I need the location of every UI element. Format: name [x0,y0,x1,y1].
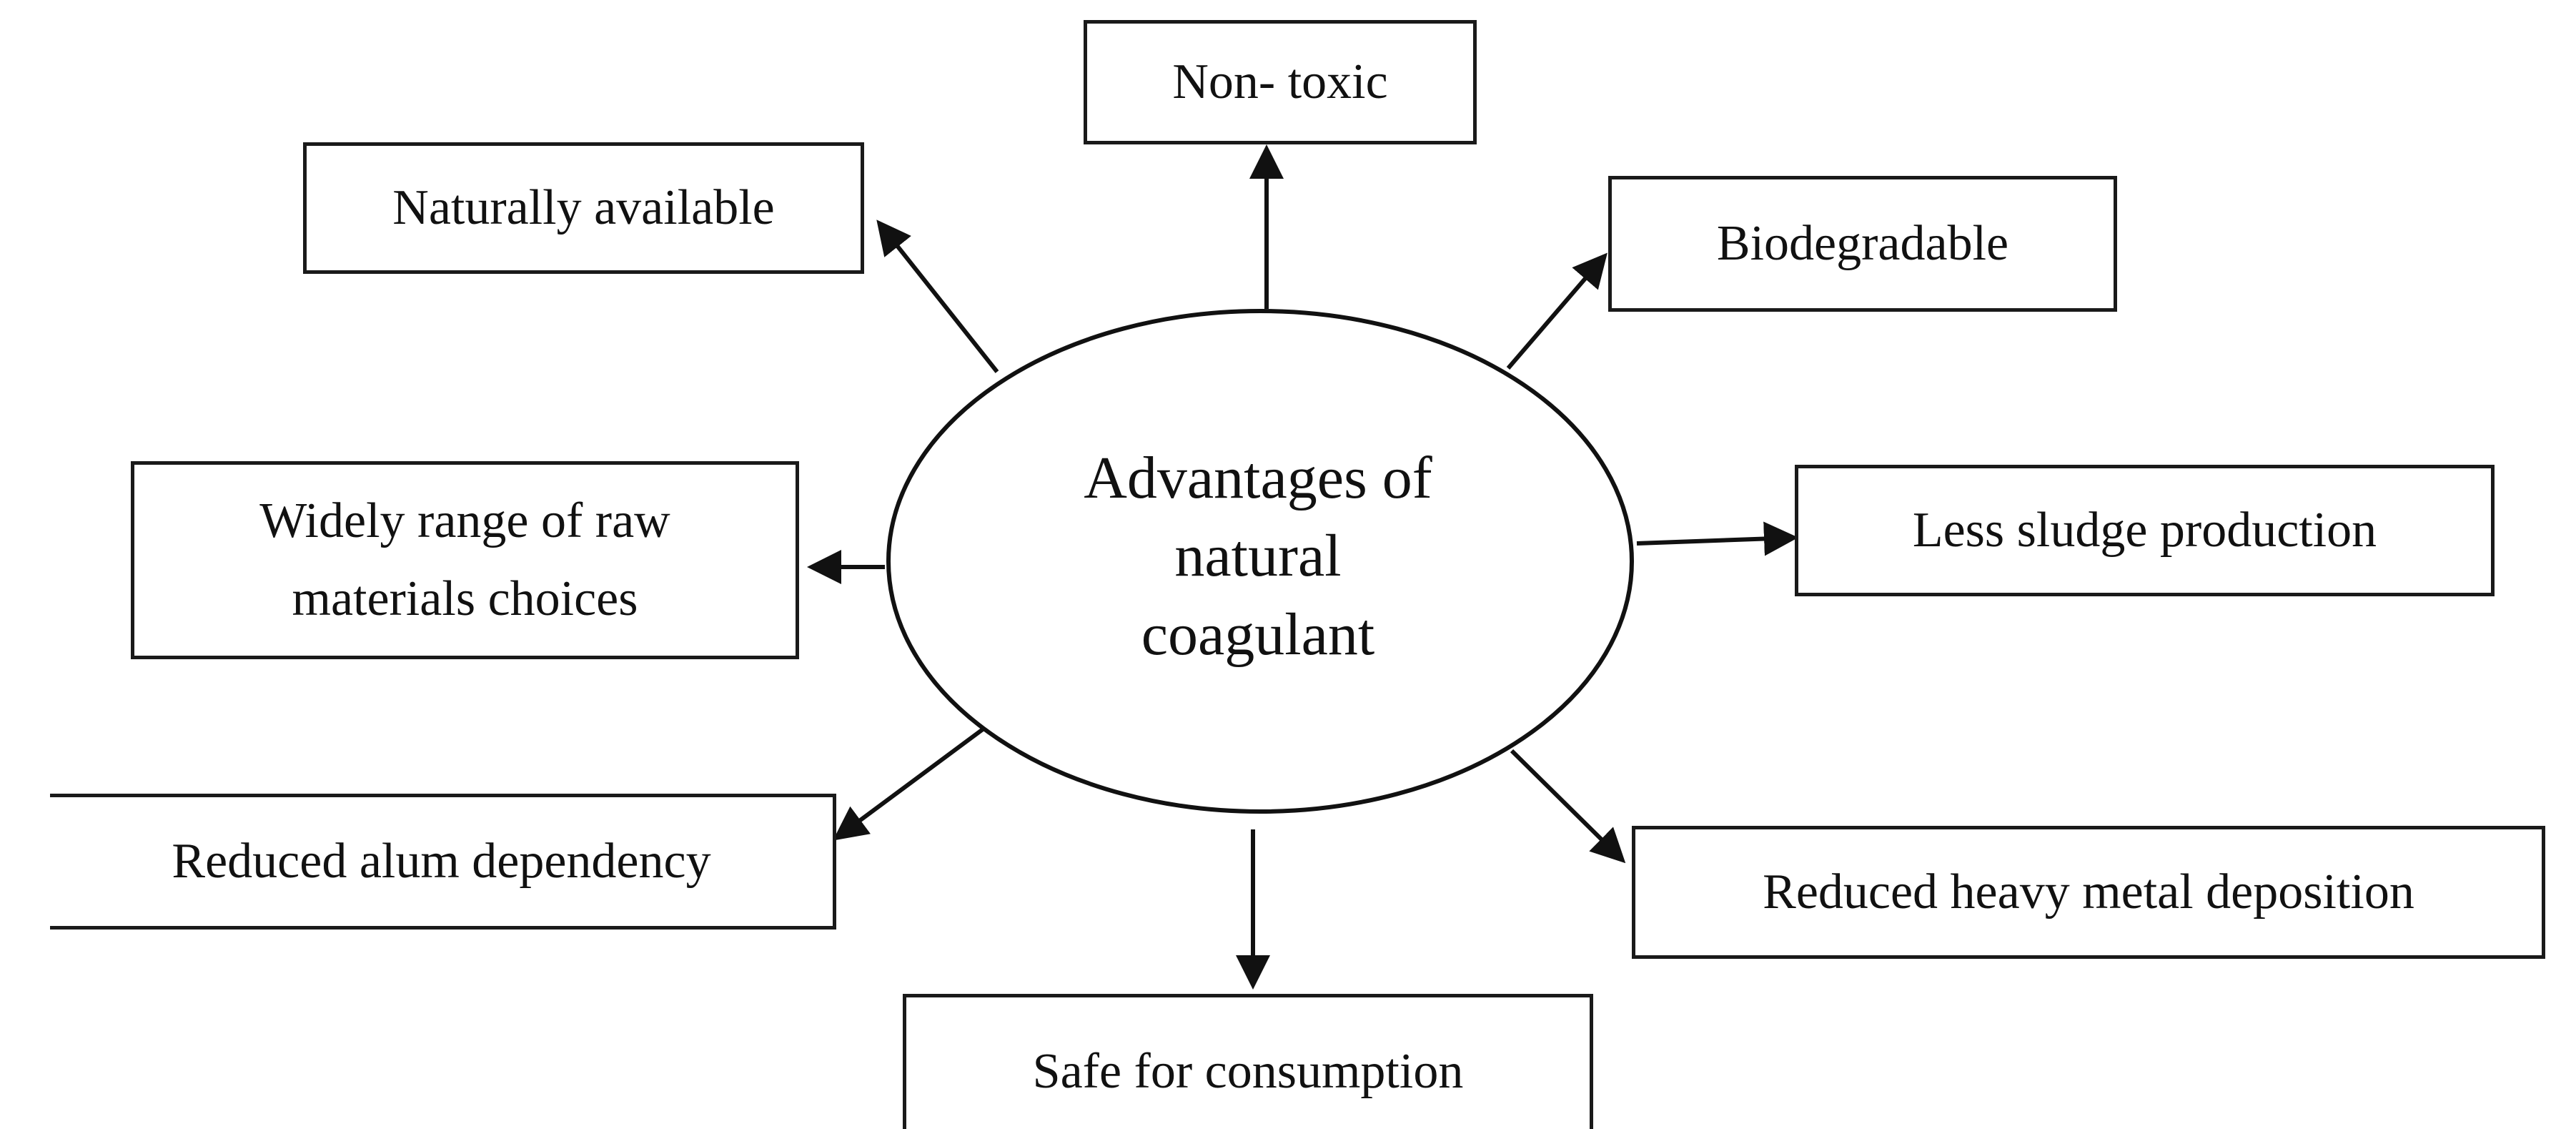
arrow-to-reduced-alum [833,727,984,841]
arrow-to-less-sludge [1636,521,1798,556]
node-biodegradable: Biodegradable [1608,176,2117,312]
node-non-toxic: Non- toxic [1084,20,1477,144]
arrow-to-biodegradable [1506,252,1607,370]
node-naturally-available-label: Naturally available [392,180,775,235]
node-reduced-alum-dependency: Reduced alum dependency [50,794,836,930]
node-less-sludge-production: Less sludge production [1795,465,2495,596]
arrow-to-naturally-available [876,220,999,373]
node-less-sludge-production-label: Less sludge production [1912,503,2377,558]
node-widely-range-raw-materials-label: Widely range of raw materials choices [259,493,670,626]
center-title: Advantages of natural coagulant [1084,445,1432,668]
node-safe-for-consumption: Safe for consumption [903,994,1593,1129]
arrow-to-reduced-heavy-metal [1510,749,1626,864]
node-reduced-alum-dependency-label: Reduced alum dependency [172,834,711,889]
node-biodegradable-label: Biodegradable [1716,216,2009,271]
node-reduced-heavy-metal-deposition: Reduced heavy metal deposition [1632,826,2545,959]
node-naturally-available: Naturally available [303,142,864,274]
center-ellipse [886,309,1634,814]
node-widely-range-raw-materials: Widely range of raw materials choices [131,461,799,659]
node-non-toxic-label: Non- toxic [1172,54,1388,109]
node-reduced-heavy-metal-deposition-label: Reduced heavy metal deposition [1763,864,2414,920]
node-safe-for-consumption-label: Safe for consumption [1032,1044,1464,1099]
